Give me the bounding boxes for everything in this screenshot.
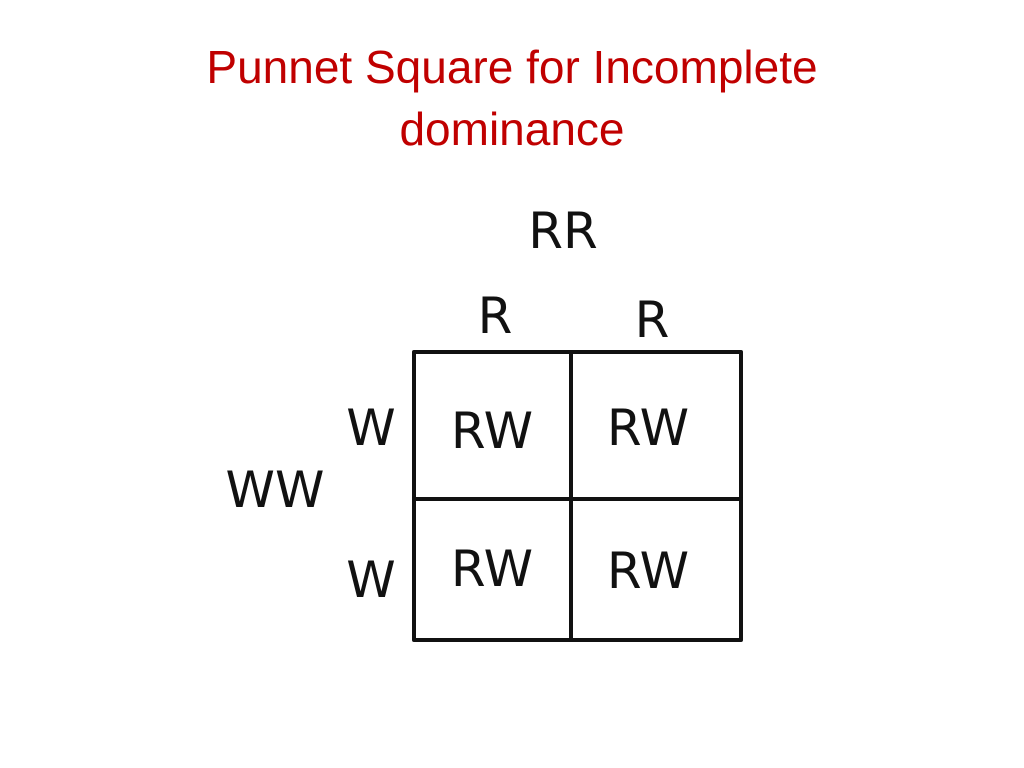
top-allele-1: R <box>478 287 513 345</box>
top-allele-2: R <box>635 291 670 349</box>
left-parent-genotype: WW <box>226 461 325 519</box>
punnett-grid <box>412 350 743 642</box>
top-parent-genotype: RR <box>528 202 597 260</box>
cell-r2-c2: RW <box>607 542 689 600</box>
slide-title: Punnet Square for Incomplete dominance <box>0 36 1024 160</box>
cell-r1-c1: RW <box>451 402 533 460</box>
slide-title-line-2: dominance <box>399 103 625 155</box>
left-allele-1: W <box>346 399 395 457</box>
cell-r2-c1: RW <box>451 540 533 598</box>
cell-r1-c2: RW <box>607 399 689 457</box>
grid-outer-border <box>412 350 743 642</box>
left-allele-2: W <box>346 551 395 609</box>
slide-title-line-1: Punnet Square for Incomplete <box>206 41 818 93</box>
